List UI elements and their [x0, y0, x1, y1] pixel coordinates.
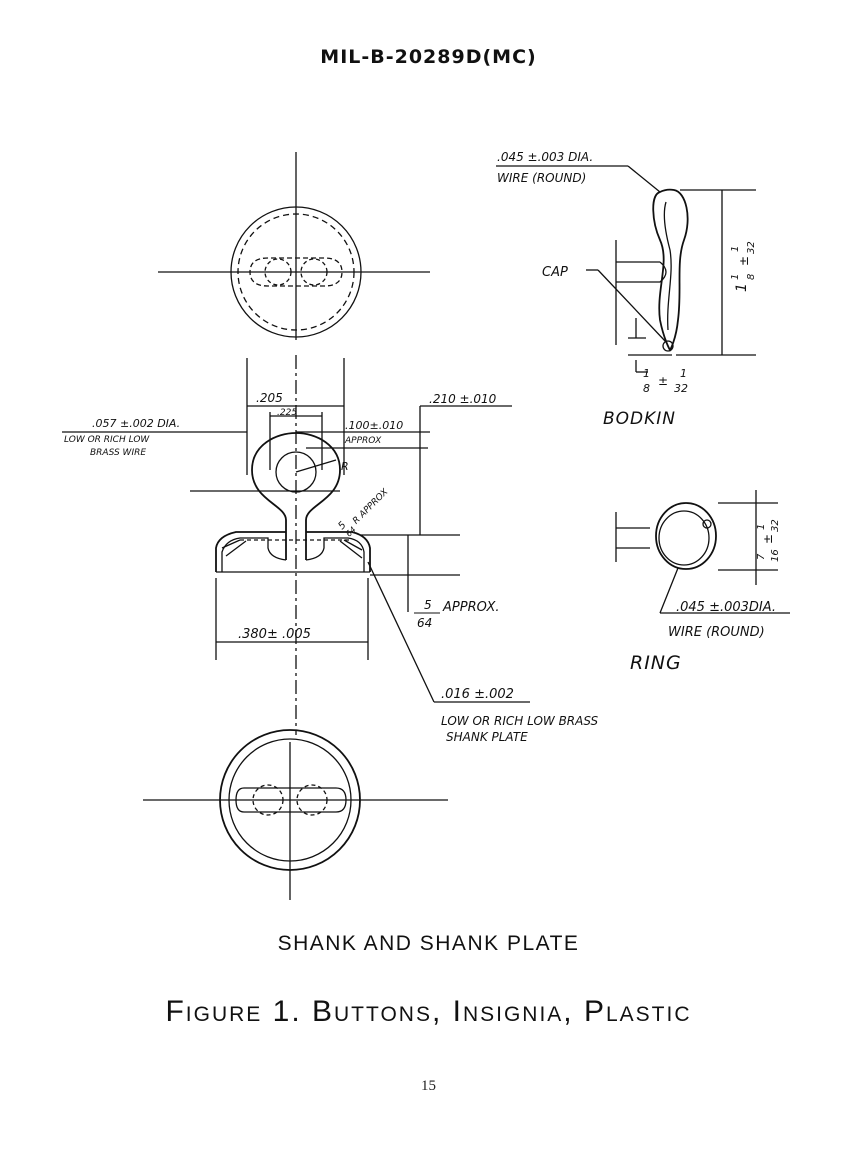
top-view-hidden-circle: [237, 213, 355, 331]
cap-leader-2: [597, 269, 667, 343]
bodkin-tip-tol-num: 1: [680, 367, 687, 380]
bodkin-wire-type: WIRE (ROUND): [497, 171, 586, 185]
ring-wire-leader: [659, 567, 679, 614]
bodkin-title: BODKIN: [603, 409, 676, 429]
shank-wire-material-2: BRASS WIRE: [90, 448, 146, 458]
bodkin-length-whole: 1: [734, 283, 750, 292]
shank-wire-material-1: LOW OR RICH LOW: [64, 435, 150, 445]
plate-hatching: [221, 539, 363, 559]
ring-wire-type: WIRE (ROUND): [668, 625, 765, 640]
ring-outer: [655, 502, 717, 570]
figure-subcaption: SHANK AND SHANK PLATE: [277, 932, 580, 955]
bodkin-length-tol-den: 32: [746, 241, 757, 254]
ring-cord: [616, 527, 650, 549]
bodkin-length-tol-num: 1: [730, 246, 741, 252]
bodkin-drawing: [496, 165, 756, 373]
top-view: [158, 152, 430, 340]
plate-height-note: APPROX.: [442, 600, 500, 615]
document-id: MIL-B-20289D(MC): [320, 46, 537, 68]
bodkin-wire-spec: .045 ±.003 DIA.: [497, 150, 593, 164]
bodkin-wire-leader: [627, 165, 661, 193]
bodkin-cap: [662, 340, 674, 352]
leader-016: [367, 561, 435, 703]
ring-dim-tol-den: 32: [770, 519, 781, 532]
ring-drawing: [615, 490, 790, 614]
top-view-hidden-shank: [249, 257, 343, 287]
shank-radius-label: R: [341, 460, 349, 473]
bodkin-length-tol-sign: ±: [737, 256, 751, 266]
ring-joint: [702, 519, 712, 529]
plate-material-2: SHANK PLATE: [446, 730, 528, 744]
shank-width-inner: .225: [277, 408, 297, 418]
bodkin-tip-tol-den: 32: [674, 382, 688, 395]
shank-small-radius-note: R APPROX: [351, 487, 391, 527]
bottom-view-outer-circle: [219, 729, 361, 871]
shank-plate-outer: [215, 531, 371, 572]
page-number: 15: [421, 1078, 436, 1094]
shank-loop-inner: [275, 451, 317, 493]
bottom-view-inner-circle: [228, 738, 352, 862]
bottom-view-shank: [235, 787, 347, 813]
ring-dim-num: 7: [756, 553, 767, 560]
radius-leader: [295, 459, 337, 473]
ring-dim-den: 16: [770, 549, 781, 562]
ring-dim-tol-sign: ±: [761, 534, 775, 544]
plate-diameter: .380± .005: [238, 627, 311, 642]
shank-offset: .100±.010: [345, 419, 403, 432]
ring-inner: [658, 510, 710, 566]
shank-width-outer: .205: [256, 391, 283, 405]
shank-loop-outer: [251, 432, 341, 560]
figure-caption: Figure 1. Buttons, Insignia, Plastic: [165, 995, 692, 1028]
shank-offset-note: APPROX: [344, 436, 382, 446]
bodkin-tip-den: 8: [643, 382, 650, 395]
plate-height-num: 5: [424, 598, 432, 612]
bodkin-tip-num: 1: [643, 367, 650, 380]
ring-wire-spec: .045 ±.003DIA.: [676, 600, 776, 615]
bodkin-length-frac-den: 8: [746, 274, 757, 280]
plate-material-1: LOW OR RICH LOW BRASS: [441, 714, 599, 728]
top-view-outer-circle: [230, 206, 362, 338]
top-view-hidden-loop-right: [300, 258, 328, 286]
bodkin-tip-tol-sign: ±: [658, 374, 668, 388]
bodkin-cap-label: CAP: [542, 265, 568, 280]
shank-wire-dia: .057 ±.002 DIA.: [92, 417, 180, 430]
ring-dim-tol-num: 1: [756, 524, 767, 530]
shank-height: .210 ±.010: [429, 392, 497, 406]
side-view: [62, 355, 530, 735]
bottom-view-loop-right: [296, 784, 328, 816]
bottom-view-loop-left: [252, 784, 284, 816]
bodkin-cord: [616, 261, 667, 283]
bodkin-inner-line: [663, 201, 672, 331]
plate-height-den: 64: [417, 616, 432, 630]
bottom-view: [143, 729, 448, 900]
bodkin-outline: [652, 188, 689, 352]
ring-title: RING: [630, 652, 682, 674]
top-view-hidden-loop-left: [264, 258, 292, 286]
plate-thickness: .016 ±.002: [441, 687, 514, 702]
bodkin-length-frac-num: 1: [730, 274, 741, 280]
